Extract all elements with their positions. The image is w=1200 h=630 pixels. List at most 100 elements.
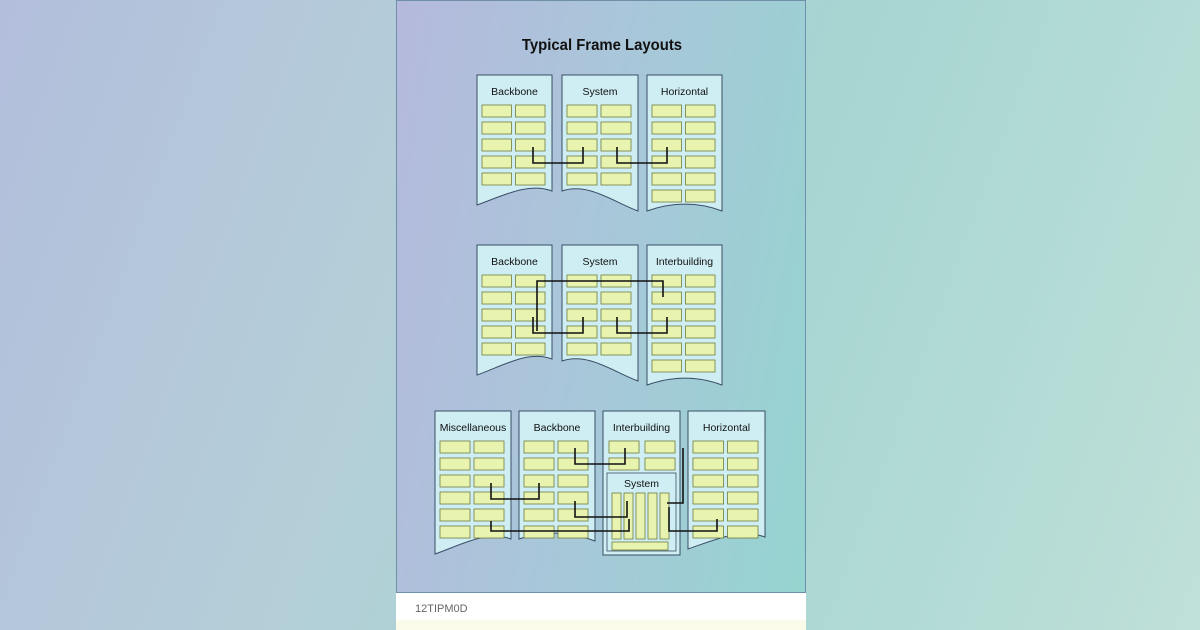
block — [600, 342, 632, 356]
block — [566, 291, 598, 305]
block — [692, 525, 724, 539]
cable-line — [490, 483, 540, 500]
block — [651, 121, 682, 135]
cable-line — [667, 448, 684, 504]
block — [600, 138, 632, 152]
block — [651, 189, 682, 203]
frame-label: Backbone — [491, 86, 538, 98]
block — [523, 457, 555, 471]
block — [651, 291, 682, 305]
block — [557, 491, 589, 505]
vertical-block — [635, 492, 646, 540]
block — [515, 308, 546, 322]
cable-line — [536, 280, 664, 331]
block — [566, 342, 598, 356]
block — [685, 104, 716, 118]
block — [515, 104, 546, 118]
block — [557, 440, 589, 454]
block — [685, 359, 716, 373]
block — [651, 359, 682, 373]
frame-label: Interbuilding — [613, 422, 670, 434]
frame-backbone: Backbone — [476, 74, 553, 206]
block — [727, 440, 759, 454]
block — [473, 525, 505, 539]
block — [651, 104, 682, 118]
block — [473, 457, 505, 471]
inset-label: System — [624, 478, 659, 490]
block — [692, 457, 724, 471]
block — [600, 308, 632, 322]
frame-miscellaneous: Miscellaneous — [434, 410, 512, 555]
block — [651, 172, 682, 186]
vertical-block — [647, 492, 658, 540]
block — [515, 155, 546, 169]
block — [685, 155, 716, 169]
frame-horizontal: Horizontal — [646, 74, 723, 212]
block — [685, 291, 716, 305]
block — [692, 474, 724, 488]
block — [727, 474, 759, 488]
block — [566, 138, 598, 152]
cable-line — [574, 448, 626, 465]
block — [685, 172, 716, 186]
block — [685, 274, 716, 288]
block — [473, 474, 505, 488]
block — [644, 440, 676, 454]
block — [481, 291, 512, 305]
block — [515, 291, 546, 305]
frame-label: Horizontal — [703, 422, 750, 434]
frame-label: System — [582, 256, 617, 268]
frame-label: Backbone — [534, 422, 581, 434]
frame-label: System — [582, 86, 617, 98]
block — [644, 457, 676, 471]
cable-line — [616, 317, 668, 334]
frame-backbone: Backbone — [518, 410, 596, 542]
block — [566, 104, 598, 118]
layout-2: Backbone System Interbuilding — [476, 244, 723, 386]
block — [727, 508, 759, 522]
block — [557, 474, 589, 488]
block — [473, 440, 505, 454]
vertical-block — [623, 492, 634, 540]
frame-system: System — [561, 74, 639, 212]
block — [685, 189, 716, 203]
block — [727, 491, 759, 505]
block — [692, 508, 724, 522]
cable-line — [532, 317, 584, 334]
block — [566, 121, 598, 135]
block — [685, 121, 716, 135]
block — [439, 525, 471, 539]
block — [566, 172, 598, 186]
block — [600, 104, 632, 118]
system-inset: System — [606, 472, 677, 552]
block — [481, 138, 512, 152]
block — [692, 491, 724, 505]
block — [515, 172, 546, 186]
frame-backbone: Backbone — [476, 244, 553, 376]
bottom-strip — [396, 620, 806, 630]
vertical-block — [611, 492, 622, 540]
block — [481, 274, 512, 288]
frame-label: Interbuilding — [656, 256, 713, 268]
block — [481, 342, 512, 356]
block — [439, 491, 471, 505]
block — [473, 508, 505, 522]
figure-caption: 12TIPM0D — [415, 603, 468, 615]
block — [566, 325, 598, 339]
vertical-block — [659, 492, 670, 540]
frame-label: Backbone — [491, 256, 538, 268]
block — [439, 508, 471, 522]
block — [651, 342, 682, 356]
block — [600, 325, 632, 339]
block — [523, 440, 555, 454]
block — [566, 308, 598, 322]
block — [481, 104, 512, 118]
cable-line — [532, 147, 584, 164]
block — [600, 291, 632, 305]
frame-label: Miscellaneous — [440, 422, 507, 434]
block — [611, 541, 669, 551]
frame-interbuilding: Interbuilding — [646, 244, 723, 386]
